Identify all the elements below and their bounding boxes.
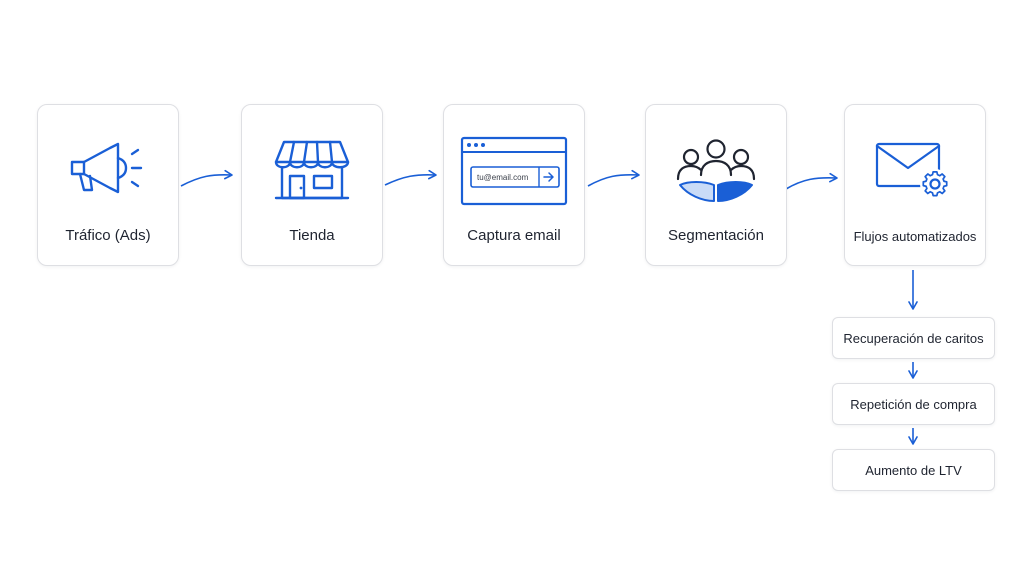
arrow-traffic-to-store [180,169,233,187]
mail-gear-icon [875,142,950,199]
step-label-email-capture: Captura email [467,227,561,244]
storefront-icon [274,140,350,200]
audience-segment-icon [676,139,756,202]
outcome-cart-recovery: Recuperación de caritos [832,317,995,359]
outcome-label-ltv-increase: Aumento de LTV [865,462,962,478]
arrow-store-to-capture [384,169,437,186]
outcome-label-cart-recovery: Recuperación de caritos [843,330,984,346]
megaphone-icon [70,142,143,194]
outcome-repeat-purchase: Repetición de compra [832,383,995,425]
step-label-segmentation: Segmentación [668,227,764,244]
step-label-automated-flows: Flujos automatizados [853,229,977,244]
step-label-traffic: Tráfico (Ads) [65,227,151,244]
step-card-email-capture: tu@email.com Captura email [443,104,585,266]
email-input-placeholder: tu@email.com [477,173,529,182]
outcome-ltv-increase: Aumento de LTV [832,449,995,491]
step-card-store: Tienda [241,104,383,266]
arrow-segment-to-flows [785,172,838,190]
step-card-automated-flows: Flujos automatizados [844,104,986,266]
arrow-capture-to-segment [587,169,640,187]
email-capture-form-icon: tu@email.com [460,136,568,206]
step-card-segmentation: Segmentación [645,104,787,266]
step-label-store: Tienda [289,227,335,244]
outcome-label-repeat-purchase: Repetición de compra [850,396,977,412]
step-card-traffic: Tráfico (Ads) [37,104,179,266]
